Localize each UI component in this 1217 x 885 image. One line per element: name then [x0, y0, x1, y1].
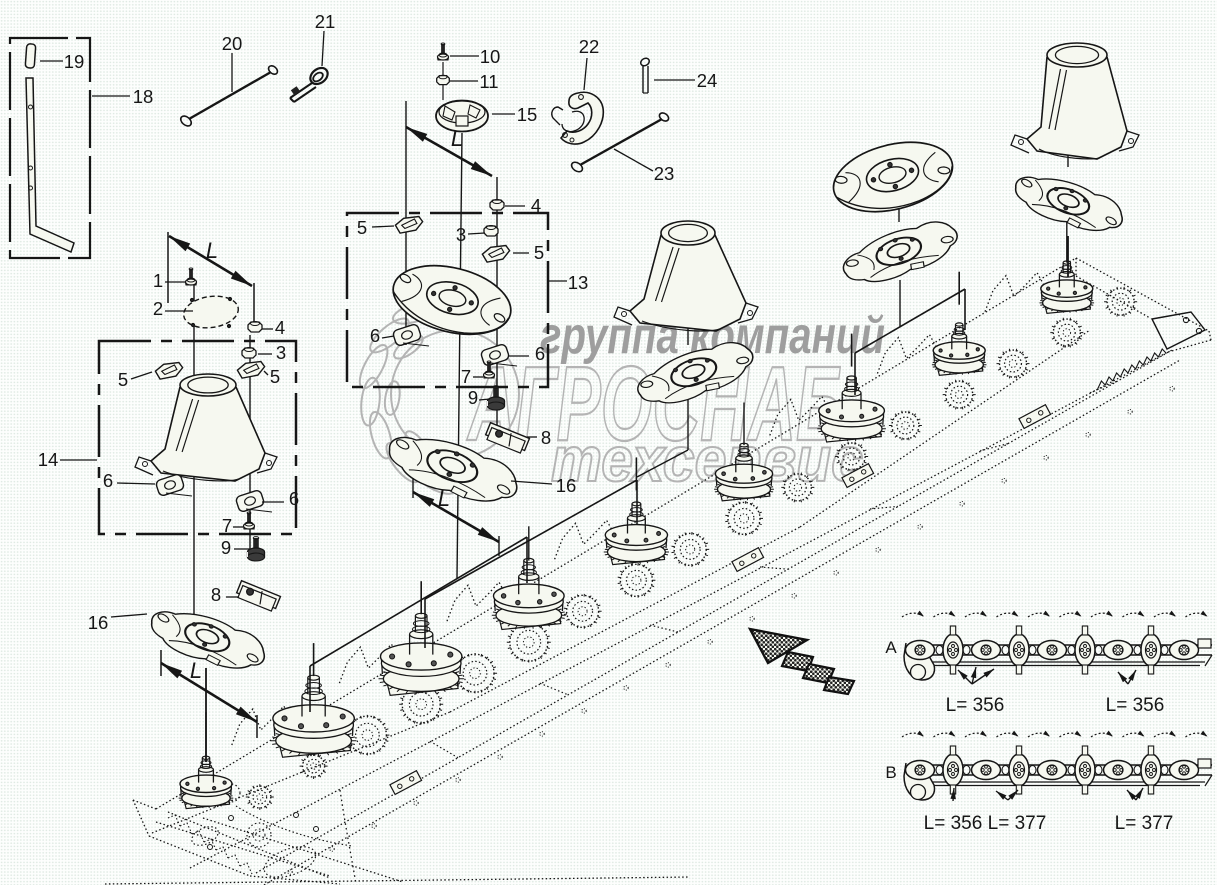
svg-text:АГРОСНАБ: АГРОСНАБ [466, 345, 843, 463]
svg-text:15: 15 [517, 104, 538, 125]
svg-text:9: 9 [221, 537, 231, 558]
svg-text:6: 6 [370, 325, 380, 346]
svg-text:1: 1 [153, 270, 163, 291]
svg-text:23: 23 [654, 163, 675, 184]
svg-text:8: 8 [211, 584, 221, 605]
svg-text:7: 7 [461, 366, 471, 387]
svg-text:A: A [885, 638, 897, 657]
svg-text:18: 18 [133, 86, 154, 107]
svg-text:2: 2 [153, 298, 163, 319]
svg-text:L= 356: L= 356 [946, 695, 1005, 716]
svg-text:3: 3 [456, 224, 466, 245]
svg-text:14: 14 [38, 449, 59, 470]
svg-text:4: 4 [275, 317, 285, 338]
svg-text:6: 6 [289, 488, 299, 509]
svg-text:5: 5 [534, 242, 544, 263]
svg-text:6: 6 [103, 470, 113, 491]
svg-text:техсервис: техсервис [551, 425, 863, 495]
svg-text:L: L [190, 658, 202, 683]
svg-text:3: 3 [276, 342, 286, 363]
svg-text:L= 377: L= 377 [1115, 813, 1174, 834]
svg-text:8: 8 [541, 427, 551, 448]
svg-text:L= 356: L= 356 [1106, 695, 1165, 716]
svg-text:L= 377: L= 377 [988, 813, 1047, 834]
svg-text:9: 9 [468, 387, 478, 408]
svg-text:16: 16 [556, 475, 577, 496]
svg-text:21: 21 [315, 11, 336, 32]
svg-text:7: 7 [222, 515, 232, 536]
svg-text:L: L [206, 238, 218, 263]
svg-text:16: 16 [88, 612, 109, 633]
svg-text:L: L [438, 486, 450, 511]
svg-text:10: 10 [480, 46, 501, 67]
svg-text:5: 5 [118, 369, 128, 390]
svg-text:24: 24 [697, 70, 718, 91]
svg-text:22: 22 [579, 36, 600, 57]
svg-text:5: 5 [357, 217, 367, 238]
svg-text:13: 13 [568, 272, 589, 293]
svg-text:19: 19 [64, 51, 85, 72]
svg-text:11: 11 [479, 71, 498, 92]
svg-text:20: 20 [222, 33, 243, 54]
svg-text:B: B [885, 763, 896, 782]
svg-text:4: 4 [531, 195, 541, 216]
svg-text:5: 5 [270, 366, 280, 387]
svg-text:L= 356: L= 356 [924, 813, 983, 834]
svg-text:6: 6 [535, 343, 545, 364]
